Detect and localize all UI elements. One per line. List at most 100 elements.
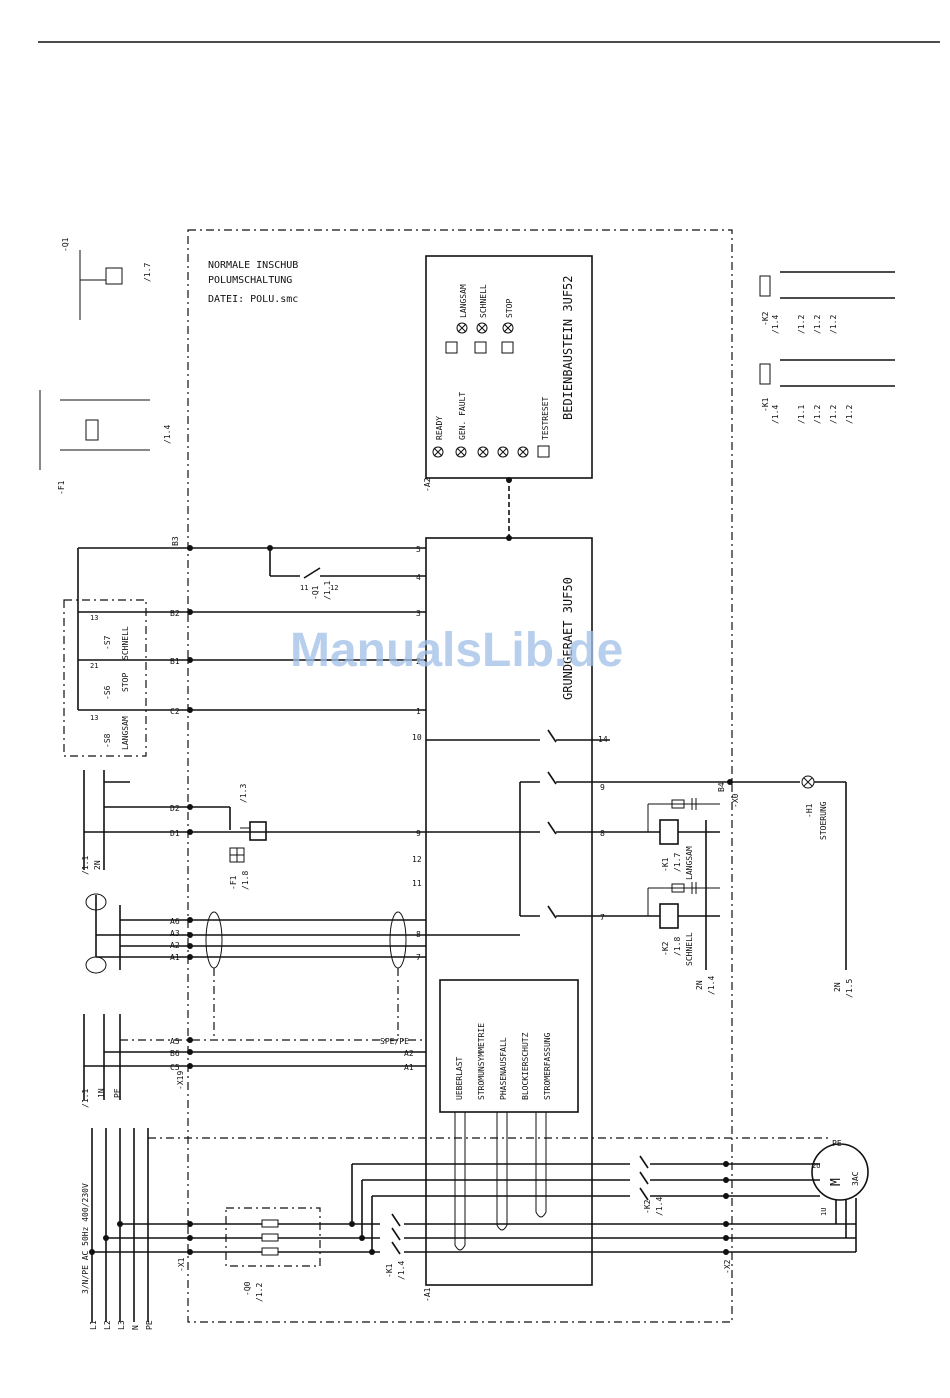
term-a1: A1 xyxy=(170,953,180,962)
ctrl-ref-1: /1.1 xyxy=(81,1089,90,1108)
pushbuttons: -S7 SCHNELL -S6 STOP -S8 LANGSAM 13 21 1… xyxy=(63,599,147,757)
pin-8: 8 xyxy=(416,930,421,939)
fault-lamp: -H1 STOERUNG -X0 B4 2N /1.5 xyxy=(717,775,854,998)
unit-term-spe: SPE/PE xyxy=(380,1037,409,1046)
fn-ueberlast: UEBERLAST xyxy=(455,1056,464,1100)
lamp-icon xyxy=(432,446,444,458)
line-l1: L1 xyxy=(89,1320,98,1330)
k2-main-ref2: /1.4 xyxy=(655,1197,664,1216)
ctrl-ref2-2n: 2N xyxy=(93,860,102,870)
q0-ref2: /1.2 xyxy=(255,1283,264,1302)
ctrl-ref-1n: 1N xyxy=(97,1088,106,1098)
k1-coil-ref2: /1.7 xyxy=(673,853,682,872)
pin-11: 11 xyxy=(412,879,422,888)
lamp-icon xyxy=(456,322,468,334)
pin-4: 4 xyxy=(416,573,421,582)
terminal-labels: B3 B2 B1 C2 D2 D1 A6 A3 A2 A1 A5 B6 C5 -… xyxy=(170,536,414,1090)
pin-5: 5 xyxy=(416,545,421,554)
s7-c13: 13 xyxy=(90,614,98,622)
k2-coil-label: SCHNELL xyxy=(685,932,694,966)
h1-n-ref: 2N xyxy=(833,982,842,992)
fn-phasenausfall: PHASENAUSFALL xyxy=(499,1037,508,1100)
term-b2: B2 xyxy=(170,609,180,618)
term-a2: A2 xyxy=(170,941,180,950)
lamp-icon xyxy=(455,446,467,458)
pin-r7: 7 xyxy=(600,913,605,922)
status-leds: READY GEN. FAULT TESTRESET xyxy=(432,392,550,458)
line-n: N xyxy=(131,1325,140,1330)
pin-12: 12 xyxy=(412,855,422,864)
q1-pin-11: 11 xyxy=(300,584,308,592)
btn-label-stop: STOP xyxy=(505,299,514,318)
k1-table-ref: -K1 xyxy=(761,397,770,412)
ul-q1-ref2: /1.7 xyxy=(143,263,152,282)
line-l3: L3 xyxy=(117,1320,126,1330)
ct-coil-icon xyxy=(496,1112,508,1231)
term-d2: D2 xyxy=(170,804,180,813)
ctrl-ref-pe: PE xyxy=(113,1088,122,1098)
h1-n-ref2: /1.5 xyxy=(845,979,854,998)
contact-table-k1: -K1 /1.4 /1.1 /1.2 /1.2 /1.2 xyxy=(759,359,895,424)
led-label-gen-fault: GEN. FAULT xyxy=(458,392,467,440)
ul-f1-ref2: /1.4 xyxy=(163,425,172,444)
basic-unit: GRUNDGERAET 3UF50 -A1 UEBERLAST STROMUNS… xyxy=(423,537,593,1302)
s8-c13: 13 xyxy=(90,714,98,722)
ct-coil-icon xyxy=(535,1112,547,1218)
q1-ref2: /1.1 xyxy=(323,581,332,600)
x1-ref: -X1 xyxy=(177,1257,186,1272)
k1-table-r4: /1.2 xyxy=(845,405,854,424)
line-l2: L2 xyxy=(103,1320,112,1330)
lamp-icon xyxy=(497,446,509,458)
pin-r9: 9 xyxy=(600,783,605,792)
h1-term-no: B4 xyxy=(717,782,726,792)
btn-label-langsam: LANGSAM xyxy=(459,284,468,318)
upper-left-symbols: -Q1 /1.7 -F1 /1.4 xyxy=(39,237,172,495)
k2-table-ref: -K2 xyxy=(761,311,770,326)
operator-panel: BEDIENBAUSTEIN 3UF52 READY GEN. FAULT TE… xyxy=(423,255,593,492)
basic-unit-ref: -A1 xyxy=(423,1287,432,1302)
s7-ref: -S7 xyxy=(103,635,112,650)
ctrl-ref2-1: /1.1 xyxy=(81,856,90,875)
button-square-icon xyxy=(501,341,514,354)
f1-ref2: /1.8 xyxy=(241,871,250,890)
fn-blockierschutz: BLOCKIERSCHUTZ xyxy=(521,1032,530,1100)
main-power-circuit: M 3AC PE xyxy=(89,1128,869,1322)
f1-ref3: /1.3 xyxy=(239,784,248,803)
button-leds: LANGSAM SCHNELL STOP xyxy=(445,284,514,354)
k1-table-r0: /1.4 xyxy=(771,405,780,424)
btn-label-schnell: SCHNELL xyxy=(479,284,488,318)
s6-c21: 21 xyxy=(90,662,98,670)
term-a3: A3 xyxy=(170,929,180,938)
pin-2: 2 xyxy=(416,657,421,666)
enclosure-frame xyxy=(187,229,733,1323)
pin-3: 3 xyxy=(416,609,421,618)
output-relays: -K1 /1.7 LANGSAM -K2 /1.8 SCHNELL 2N /1.… xyxy=(647,798,720,995)
q0-ref: -Q0 xyxy=(243,1281,252,1296)
term-b6: B6 xyxy=(170,1049,180,1058)
s7-label: SCHNELL xyxy=(121,626,130,660)
term-b3: B3 xyxy=(171,536,180,546)
k1-main-ref2: /1.4 xyxy=(397,1261,406,1280)
line-pe: PE xyxy=(145,1320,154,1330)
pin-r8: 8 xyxy=(600,829,605,838)
k2-table-r2: /1.2 xyxy=(813,315,822,334)
mt-2u: 2U xyxy=(812,1162,820,1170)
pin-7: 7 xyxy=(416,953,421,962)
panel-ref: -A2 xyxy=(423,477,432,492)
h1-label: STOERUNG xyxy=(819,801,828,840)
relay-n-ref: 2N xyxy=(695,980,704,990)
note-line1: NORMALE INSCHUB xyxy=(208,260,298,271)
k1-table-r1: /1.1 xyxy=(797,405,806,424)
k2-coil-ref2: /1.8 xyxy=(673,937,682,956)
relay-coil-k2-icon xyxy=(659,903,679,929)
lamp-icon xyxy=(502,322,514,334)
ct-coil-icon xyxy=(454,1112,466,1251)
unit-output-contacts xyxy=(426,729,730,936)
pin-1: 1 xyxy=(416,707,421,716)
control-supply-refs: /1.1 1N PE /1.1 2N xyxy=(81,856,122,1108)
unit-term-a2: A2 xyxy=(404,1049,414,1058)
term-b1: B1 xyxy=(170,657,180,666)
motor-type: 3AC xyxy=(851,1171,860,1186)
unit-term-a1: A1 xyxy=(404,1063,414,1072)
relay-n-ref2: /1.4 xyxy=(707,976,716,995)
